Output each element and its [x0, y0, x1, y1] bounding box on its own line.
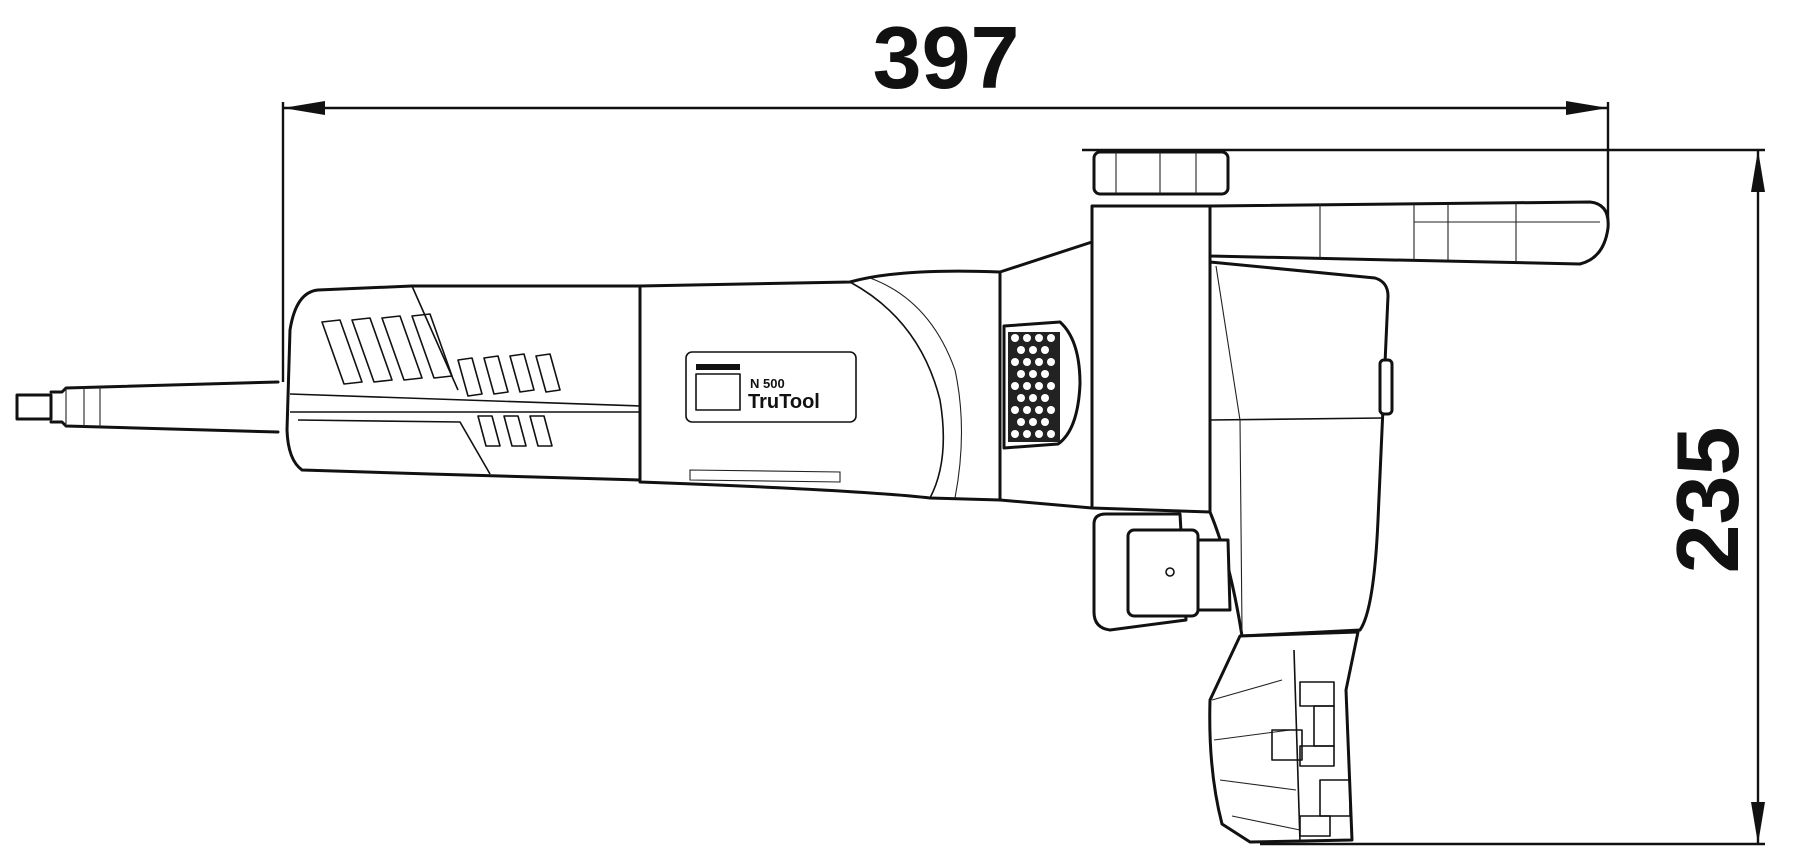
top-cap	[1092, 150, 1230, 196]
rear-housing-parting-line	[289, 393, 641, 413]
mesh-hole	[1029, 394, 1037, 402]
mesh-hole	[1017, 370, 1025, 378]
mesh-hole	[1011, 334, 1019, 342]
head-main-body	[1208, 260, 1390, 638]
mesh-hole	[1011, 358, 1019, 366]
label-model-text: N 500	[750, 376, 785, 391]
mesh-hole	[1035, 358, 1043, 366]
cutting-head-outline	[1208, 630, 1360, 844]
mesh-hole	[1041, 346, 1049, 354]
length-dimension: 397	[281, 8, 1610, 382]
mesh-hole	[1023, 334, 1031, 342]
lower-adjuster	[1092, 512, 1232, 632]
side-handle-lines	[1319, 204, 1517, 262]
cutting-head	[1208, 630, 1360, 844]
mesh-hole	[1023, 358, 1031, 366]
mesh-hole	[1041, 418, 1049, 426]
mesh-hole	[1041, 370, 1049, 378]
motor-grip-curve	[849, 281, 945, 499]
mesh-hole	[1029, 346, 1037, 354]
motor-grip-curve-inner	[869, 277, 963, 499]
rear-housing-lower-edge	[297, 419, 491, 475]
vent-slots-small-bottom	[477, 415, 553, 447]
cutting-head-seam	[1293, 649, 1301, 843]
motor-housing	[638, 269, 1002, 502]
top-cap-grooves	[1115, 152, 1197, 194]
adjuster-collar	[1196, 538, 1232, 612]
height-dimension-value: 235	[1658, 427, 1757, 574]
mesh-hole	[1011, 430, 1019, 438]
head-parting-line	[1209, 417, 1383, 421]
label-logo-box	[695, 373, 741, 411]
bottom-info-strip	[689, 469, 841, 483]
height-dimension: 235	[1082, 148, 1765, 846]
mesh-hole	[1011, 406, 1019, 414]
mesh-hole	[1023, 430, 1031, 438]
mesh-hole	[1041, 394, 1049, 402]
mesh-hole	[1035, 382, 1043, 390]
mesh-hole	[1017, 394, 1025, 402]
neck-section	[998, 240, 1094, 510]
mesh-hole	[1035, 430, 1043, 438]
label-plate-frame	[685, 351, 857, 423]
mesh-hole	[1011, 382, 1019, 390]
cutting-head-ribs	[1211, 679, 1301, 831]
head-upper-block	[1090, 204, 1212, 514]
side-handle	[1208, 200, 1610, 266]
mesh-hole	[1017, 418, 1025, 426]
head-side-button	[1378, 358, 1394, 416]
motor-housing-outline	[638, 269, 1002, 502]
rear-housing-outline	[285, 284, 642, 482]
length-arrow-right	[1566, 101, 1608, 115]
mesh-hole	[1029, 370, 1037, 378]
mesh-hole	[1029, 418, 1037, 426]
mesh-hole	[1017, 346, 1025, 354]
mesh-hole	[1035, 406, 1043, 414]
label-logo-bar	[696, 364, 740, 370]
cord-body	[49, 380, 280, 434]
label-plate: N 500 TruTool	[685, 351, 857, 423]
head-edge-line	[1215, 265, 1243, 631]
height-arrow-top	[1751, 150, 1765, 192]
mesh-hole	[1047, 382, 1055, 390]
length-arrow-left	[283, 101, 325, 115]
length-dimension-value: 397	[873, 8, 1020, 107]
head-housing	[1090, 204, 1394, 638]
rear-housing	[285, 284, 642, 482]
cord-strain-lines	[65, 386, 101, 428]
mesh-hole	[1047, 358, 1055, 366]
mesh-grille-holes	[1011, 334, 1055, 438]
cord-plug-end	[15, 393, 53, 421]
mesh-hole	[1047, 406, 1055, 414]
mesh-hole	[1047, 430, 1055, 438]
mesh-hole	[1047, 334, 1055, 342]
mesh-hole	[1023, 382, 1031, 390]
top-handle-assembly	[1092, 150, 1610, 266]
mesh-hole	[1023, 406, 1031, 414]
mesh-hole	[1035, 334, 1043, 342]
label-brand-text: TruTool	[748, 391, 820, 413]
height-arrow-bottom	[1751, 802, 1765, 844]
punch-die	[1271, 681, 1351, 837]
vent-slots-large	[321, 313, 453, 385]
power-cord	[15, 380, 280, 434]
adjuster-pin	[1165, 567, 1175, 577]
adjuster-knob	[1126, 528, 1200, 618]
vent-slots-small-top	[457, 353, 561, 397]
